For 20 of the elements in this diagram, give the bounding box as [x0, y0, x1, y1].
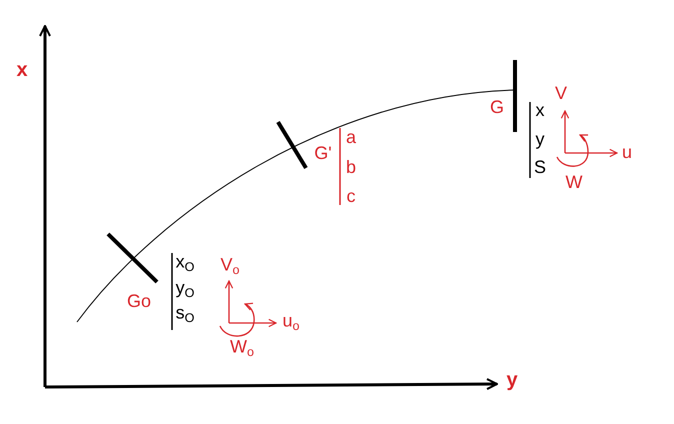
- symbol-label: x$_{O}$: [176, 252, 194, 274]
- symbol-label: W: [566, 173, 582, 191]
- axis-label: y: [506, 370, 518, 390]
- symbol-label: G': [314, 144, 332, 162]
- symbol-label: a: [346, 128, 356, 146]
- axis-label: x: [16, 60, 28, 80]
- symbol-label: y: [536, 130, 544, 148]
- symbol-label: V: [555, 84, 567, 102]
- symbol-label: s$_{O}$: [176, 304, 194, 324]
- symbol-label: Go: [127, 292, 151, 310]
- symbol-label: u: [622, 143, 632, 161]
- symbol-label: V$_{o}$: [220, 256, 240, 276]
- symbol-label: S: [534, 158, 546, 176]
- symbol-label: y$_{O}$: [176, 278, 194, 300]
- symbol-label: b: [346, 158, 356, 176]
- symbol-label: x: [536, 101, 544, 119]
- symbol-label: W$_{o}$: [230, 338, 254, 358]
- symbol-label: c: [346, 187, 356, 205]
- symbol-label: u$_{o}$: [282, 312, 300, 332]
- symbol-label: G: [490, 98, 504, 116]
